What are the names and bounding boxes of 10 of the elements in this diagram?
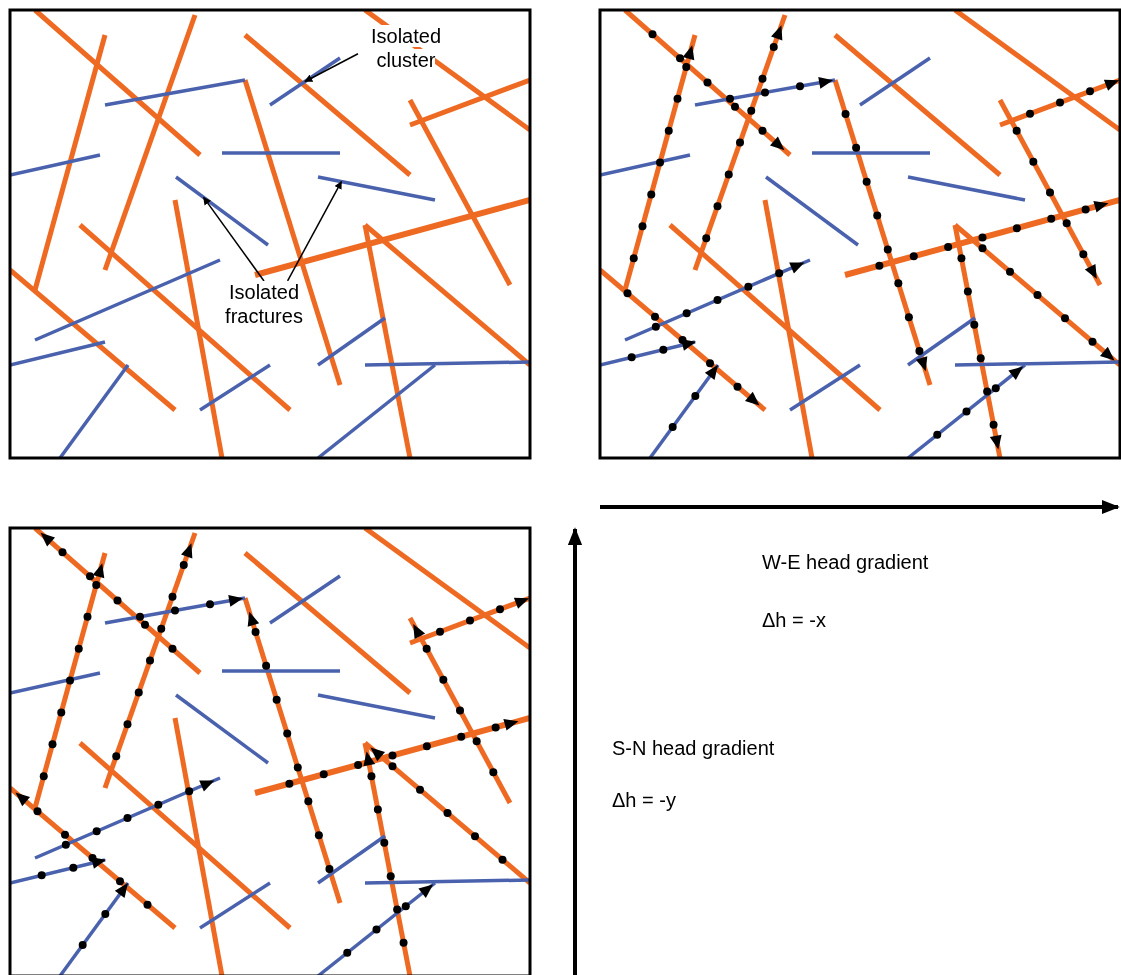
formula-text: Δh = -x — [762, 608, 826, 632]
leader-line — [286, 180, 343, 282]
fracture-line — [174, 175, 270, 247]
fracture-line — [317, 175, 436, 202]
leader-line — [202, 196, 265, 282]
formula-text: Δh = -y — [612, 788, 676, 812]
leader-line — [304, 53, 359, 83]
fracture-line — [269, 56, 341, 107]
axis-label: W-E head gradient — [762, 550, 929, 574]
axis-label: S-N head gradient — [612, 736, 775, 760]
